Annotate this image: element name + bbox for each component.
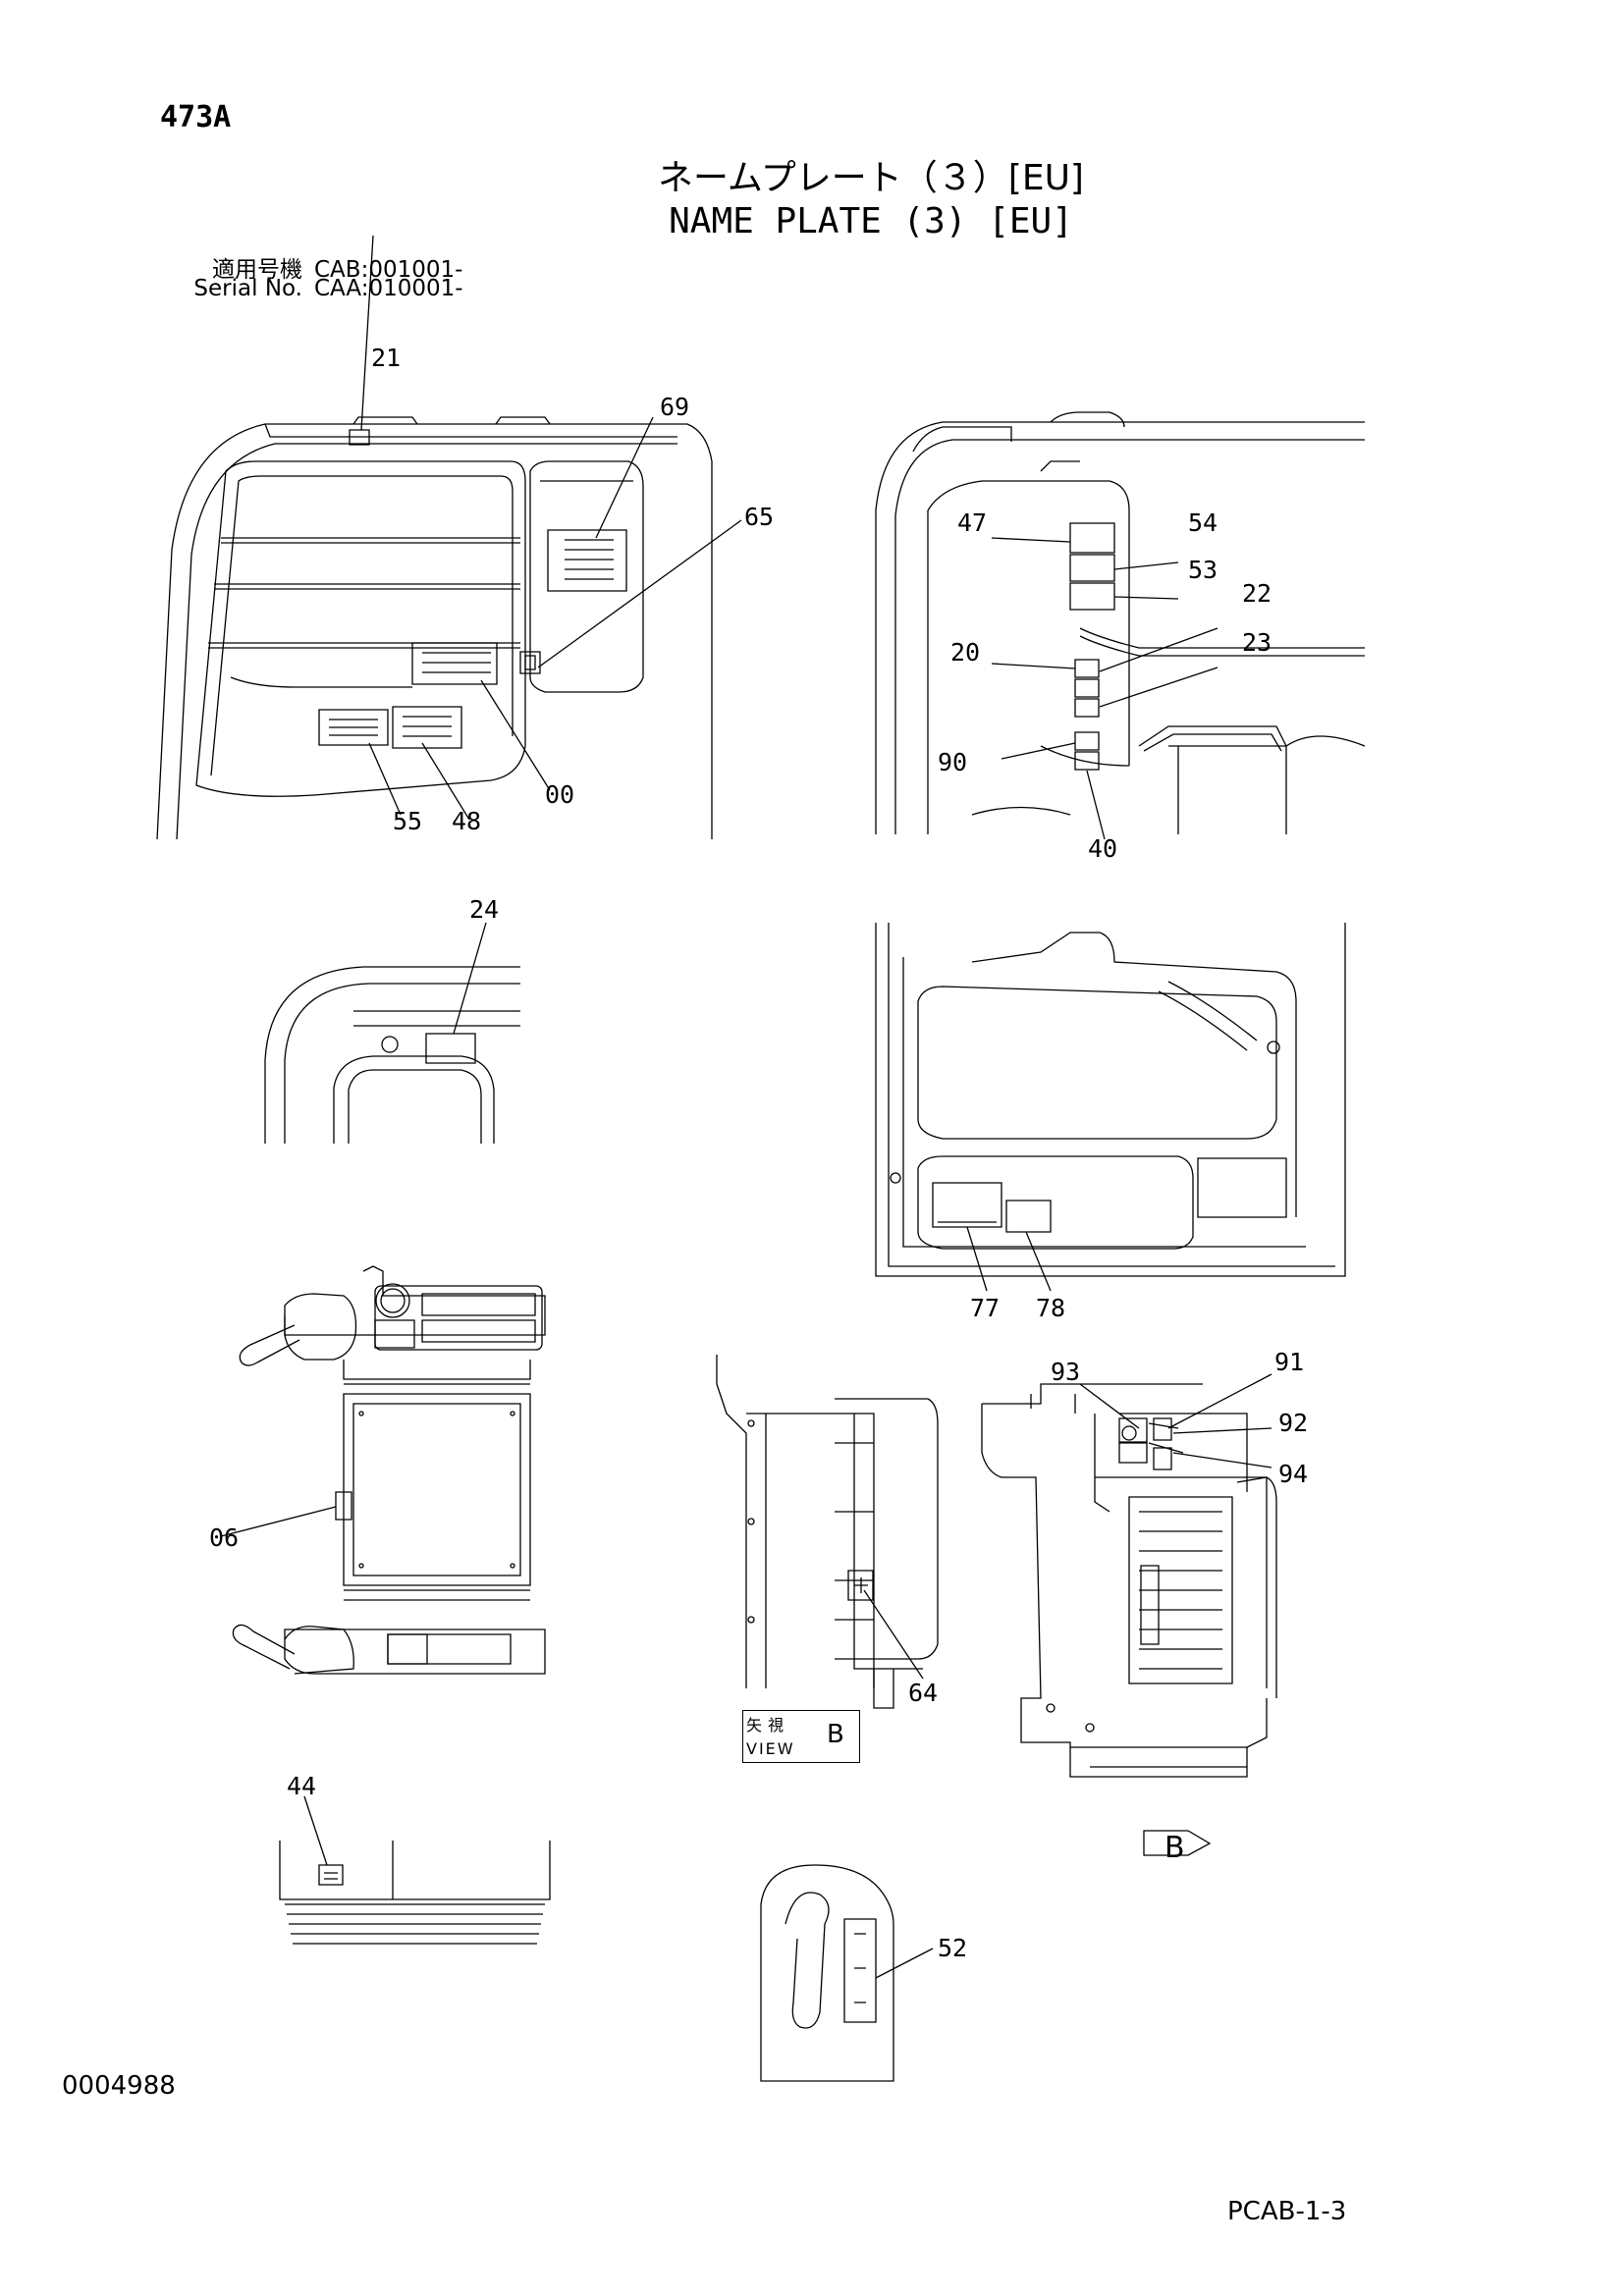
- callout-91: 91: [1274, 1348, 1305, 1376]
- callout-23: 23: [1242, 628, 1272, 657]
- view-side-b: [717, 1355, 938, 1708]
- callout-00: 00: [545, 780, 575, 809]
- callout-44: 44: [287, 1772, 317, 1800]
- callout-52: 52: [938, 1934, 968, 1962]
- callout-93: 93: [1051, 1358, 1081, 1386]
- callout-54: 54: [1188, 508, 1218, 537]
- leader-lines: [369, 417, 1218, 1291]
- callout-24: 24: [469, 895, 500, 924]
- callout-53: 53: [1188, 556, 1218, 584]
- document-id: 0004988: [62, 2071, 176, 2101]
- title-english: NAME PLATE (3) [EU]: [669, 201, 1073, 241]
- callout-90: 90: [938, 748, 968, 776]
- view-detail-roof: [265, 923, 520, 1144]
- callout-06: 06: [209, 1523, 240, 1552]
- applicability-label: Serial No.: [193, 276, 302, 301]
- view-cab-right-wall: [876, 412, 1365, 834]
- applicability-label: 適用号機: [212, 257, 302, 283]
- callout-55: 55: [393, 807, 423, 835]
- applicability-row-jp: 適用号機 CAB:001001-: [155, 250, 462, 284]
- callout-78: 78: [1036, 1294, 1066, 1322]
- callout-48: 48: [452, 807, 482, 835]
- view-b-label-box: [742, 1710, 860, 1763]
- view-lower-cover: [280, 1796, 550, 1944]
- view-label-jp: 矢視: [746, 1716, 790, 1735]
- callout-92: 92: [1278, 1409, 1309, 1437]
- applicability-row-serial: Serial No. CAA:010001-: [155, 276, 463, 301]
- view-panel-52: [761, 1865, 933, 2081]
- title-japanese: ネームプレート（３）[EU]: [658, 158, 1084, 198]
- view-unit-detail: [982, 1374, 1276, 1855]
- view-console: [221, 1266, 545, 1674]
- view-cab-left-wall: [157, 236, 712, 839]
- view-label-letter: B: [827, 1720, 844, 1749]
- applicability-value: CAA:010001-: [314, 276, 463, 301]
- callout-40: 40: [1088, 834, 1118, 863]
- callout-22: 22: [1242, 579, 1272, 608]
- view-label-en: VIEW: [746, 1739, 795, 1758]
- callout-94: 94: [1278, 1460, 1309, 1488]
- callout-20: 20: [950, 638, 981, 667]
- view-arrow-letter: B: [1164, 1831, 1185, 1865]
- callout-69: 69: [660, 393, 690, 421]
- page-id: 473A: [160, 100, 232, 134]
- callout-47: 47: [957, 508, 988, 537]
- callout-65: 65: [744, 503, 775, 531]
- callout-21: 21: [371, 344, 402, 372]
- callout-64: 64: [908, 1679, 939, 1707]
- page-reference: PCAB-1-3: [1227, 2197, 1347, 2226]
- view-door-panel: [876, 923, 1345, 1276]
- callout-77: 77: [970, 1294, 1001, 1322]
- applicability-value: CAB:001001-: [314, 257, 463, 283]
